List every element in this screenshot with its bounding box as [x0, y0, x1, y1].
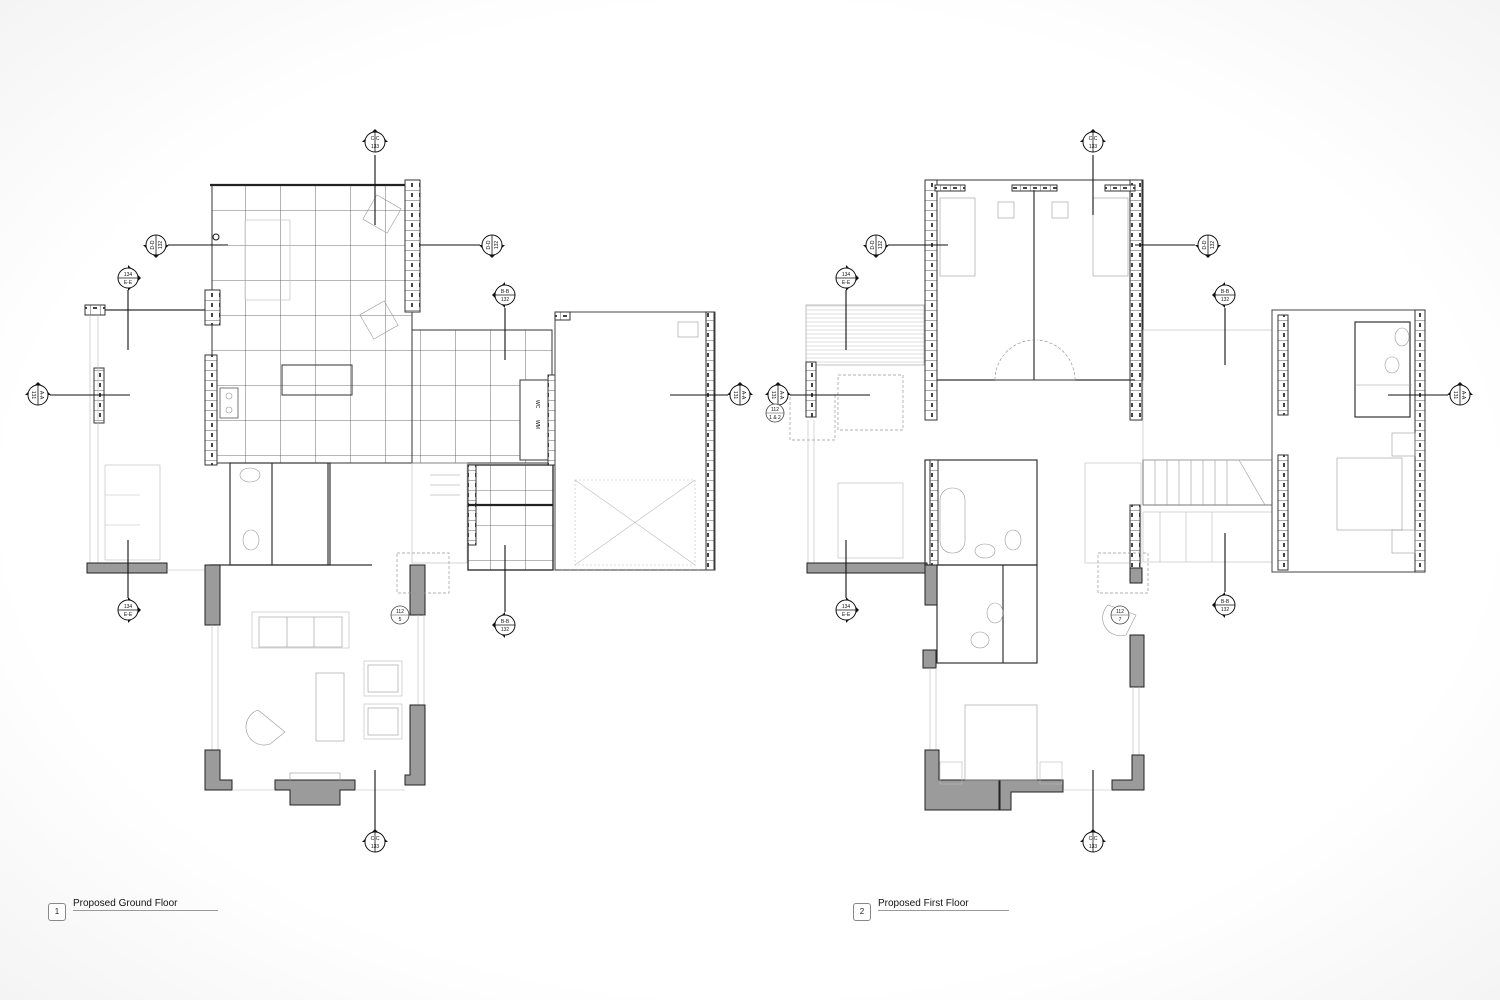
detail-callout-2[interactable]: 112 7 — [1110, 605, 1130, 625]
svg-text:133: 133 — [371, 144, 380, 150]
detail-callout[interactable]: 112 5 — [390, 605, 410, 625]
svg-text:134: 134 — [842, 272, 851, 278]
svg-text:132: 132 — [501, 627, 510, 633]
svg-text:E-E: E-E — [124, 280, 133, 286]
svg-text:134: 134 — [124, 272, 133, 278]
svg-text:5: 5 — [399, 617, 402, 623]
svg-text:B-B: B-B — [1221, 599, 1230, 605]
drawing-number-badge: 1 — [48, 903, 66, 921]
svg-text:131: 131 — [770, 391, 776, 400]
section-marker-e-e-top[interactable]: 134 E-E — [117, 264, 142, 292]
svg-text:132: 132 — [158, 241, 164, 250]
svg-text:E-E: E-E — [124, 612, 133, 618]
detail-callout-1[interactable]: 112 1 & 2 — [765, 403, 785, 423]
section-marker-b-b-top[interactable]: B-B 132 — [491, 281, 516, 309]
section-marker-e-e-bottom[interactable]: 134 E-E — [835, 596, 860, 624]
section-marker-d-d-left[interactable]: D-D 132 — [862, 234, 890, 259]
svg-text:132: 132 — [501, 297, 510, 303]
section-marker-e-e-bottom[interactable]: 134 E-E — [117, 596, 142, 624]
svg-text:E-E: E-E — [842, 612, 851, 618]
svg-text:133: 133 — [1089, 144, 1098, 150]
svg-text:112: 112 — [1116, 609, 1124, 615]
svg-text:132: 132 — [1221, 607, 1230, 613]
drawing-title: Proposed First Floor — [878, 898, 1009, 911]
section-marker-a-a-right[interactable]: A-A 131 — [1446, 381, 1474, 406]
svg-text:B-B: B-B — [501, 619, 510, 625]
section-marker-d-d-left[interactable]: D-D 132 — [142, 234, 170, 259]
section-marker-b-b-bottom[interactable]: B-B 132 — [491, 611, 516, 639]
svg-text:D-D: D-D — [1202, 240, 1208, 249]
section-marker-b-b-top[interactable]: B-B 132 — [1211, 281, 1236, 309]
svg-text:7: 7 — [1119, 617, 1122, 623]
svg-text:131: 131 — [1452, 391, 1458, 400]
svg-text:D-D: D-D — [150, 240, 156, 249]
svg-text:C-C: C-C — [1089, 836, 1098, 842]
svg-text:131: 131 — [732, 391, 738, 400]
svg-text:E-E: E-E — [842, 280, 851, 286]
svg-text:133: 133 — [371, 844, 380, 850]
svg-text:131: 131 — [30, 391, 36, 400]
section-marker-d-d-right[interactable]: D-D 132 — [1194, 234, 1222, 259]
svg-text:134: 134 — [842, 604, 851, 610]
svg-text:A-A: A-A — [778, 391, 784, 400]
svg-text:112: 112 — [771, 407, 779, 413]
first-floor-title-block: 2 Proposed First Floor — [853, 898, 1009, 921]
svg-text:A-A: A-A — [38, 391, 44, 400]
svg-text:C-C: C-C — [1089, 136, 1098, 142]
svg-text:132: 132 — [878, 241, 884, 250]
section-marker-a-a-right[interactable]: A-A 131 — [726, 381, 754, 406]
svg-text:1 & 2: 1 & 2 — [769, 415, 781, 421]
wc-label: WC — [534, 400, 540, 409]
section-marker-a-a-left[interactable]: A-A 131 — [24, 381, 52, 406]
ground-floor-title-block: 1 Proposed Ground Floor — [48, 898, 218, 921]
section-marker-c-c-top[interactable]: C-C 133 — [361, 128, 389, 153]
svg-text:D-D: D-D — [486, 240, 492, 249]
svg-text:134: 134 — [124, 604, 133, 610]
first-floor-plan: C-C 133 C-C 133 D-D 132 D-D 132 134 E-E … — [764, 128, 1474, 853]
section-marker-b-b-bottom[interactable]: B-B 132 — [1211, 591, 1236, 619]
drawing-title: Proposed Ground Floor — [73, 898, 218, 911]
svg-text:112: 112 — [396, 609, 404, 615]
svg-text:B-B: B-B — [501, 289, 510, 295]
section-marker-c-c-bottom[interactable]: C-C 133 — [361, 828, 389, 853]
section-marker-d-d-right[interactable]: D-D 132 — [478, 234, 506, 259]
svg-text:A-A: A-A — [1460, 391, 1466, 400]
section-marker-c-c-bottom[interactable]: C-C 133 — [1079, 828, 1107, 853]
drawing-number-badge: 2 — [853, 903, 871, 921]
svg-text:C-C: C-C — [371, 136, 380, 142]
svg-text:C-C: C-C — [371, 836, 380, 842]
svg-text:132: 132 — [494, 241, 500, 250]
section-marker-e-e-top[interactable]: 134 E-E — [835, 264, 860, 292]
svg-text:132: 132 — [1221, 297, 1230, 303]
svg-text:B-B: B-B — [1221, 289, 1230, 295]
section-marker-c-c-top[interactable]: C-C 133 — [1079, 128, 1107, 153]
svg-text:A-A: A-A — [740, 391, 746, 400]
section-marker-a-a-left[interactable]: A-A 131 — [764, 381, 792, 406]
svg-text:132: 132 — [1210, 241, 1216, 250]
ground-floor-plan: C-C 133 C-C 133 D-D 132 D-D 132 134 E-E … — [24, 128, 754, 853]
svg-text:D-D: D-D — [870, 240, 876, 249]
svg-text:133: 133 — [1089, 844, 1098, 850]
wm-label: WM — [534, 420, 540, 429]
